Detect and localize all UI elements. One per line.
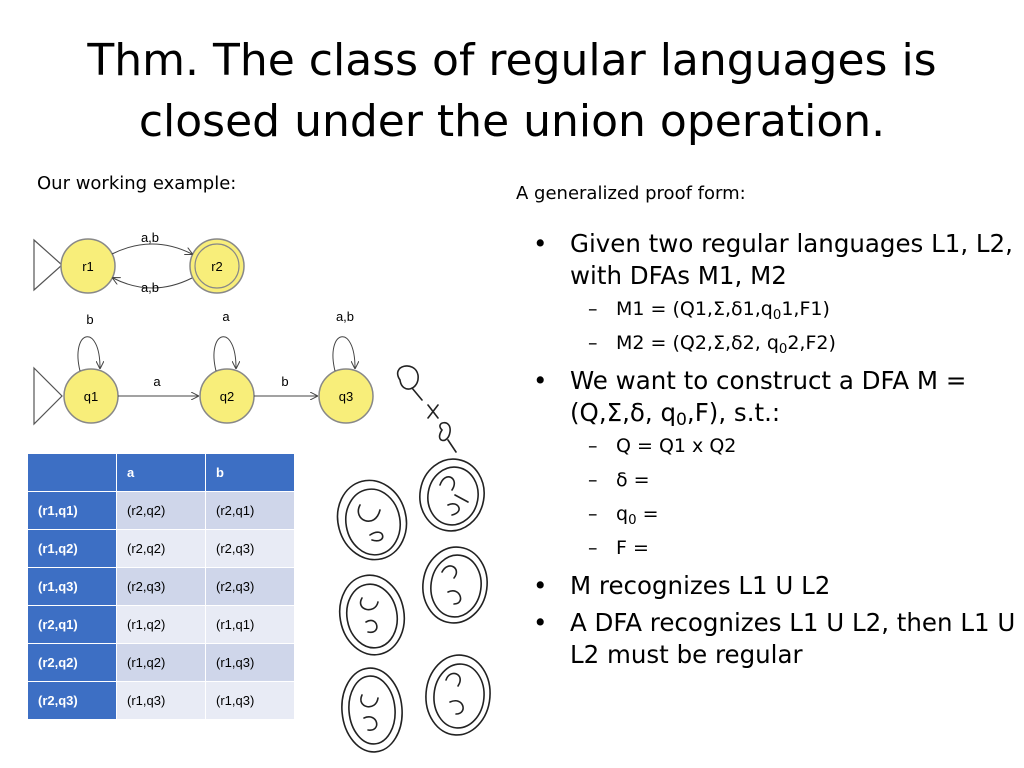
bullet-given: • Given two regular languages L1, L2, wi… (533, 228, 1018, 292)
sketch-scribble (396, 365, 457, 453)
loop-q2 (213, 336, 236, 372)
edge-q2-q3-label: b (281, 374, 288, 389)
state-q2-label: q2 (220, 389, 234, 404)
table-cell: (r1,q1) (205, 605, 295, 644)
table-cell: (r1,q3) (205, 681, 295, 720)
bullet-dash: – (588, 537, 598, 559)
state-r2-outer (189, 238, 245, 294)
state-r1-label: r1 (82, 259, 94, 274)
row-state: (r2,q1) (27, 605, 117, 644)
handwritten-sketch (336, 365, 491, 753)
sketch-circle (336, 479, 408, 561)
table-header-cell (27, 453, 117, 492)
sketch-circle (338, 574, 406, 656)
transition-table: a b (r1,q1) (r2,q2) (r2,q1) (r1,q2) (r2,… (27, 453, 295, 720)
sketch-circle (425, 654, 491, 736)
sub-bullet-m2: – M2 = (Q2,Σ,δ2, q02,F2) (588, 332, 836, 357)
row-state: (r2,q2) (27, 643, 117, 682)
bullet-dot: • (533, 366, 548, 395)
table-header-cell: b (205, 453, 295, 492)
sub-bullet-f: – F = (588, 537, 649, 559)
sub-bullet-q0: – q0 = (588, 503, 659, 528)
edge-r2-r1 (113, 278, 193, 289)
bullet-regular: • A DFA recognizes L1 U L2, then L1 U L2… (533, 608, 1016, 669)
bullet-dash: – (588, 332, 598, 354)
state-r1 (60, 238, 116, 294)
dfa-diagrams: r1 r2 a,b a,b q1 q2 q3 b a a,b a b (33, 230, 374, 426)
table-cell: (r2,q3) (205, 567, 295, 606)
row-state: (r1,q2) (27, 529, 117, 568)
sub-bullet-m1: – M1 = (Q1,Σ,δ1,q01,F1) (588, 298, 830, 323)
table-header-cell: a (116, 453, 206, 492)
loop-q3 (332, 336, 355, 372)
bullet-dot: • (533, 229, 548, 258)
table-cell: (r1,q3) (205, 643, 295, 682)
sketch-circle (419, 458, 485, 532)
row-state: (r1,q3) (27, 567, 117, 606)
dfa1: r1 r2 a,b a,b (33, 230, 245, 295)
slide-title: Thm. The class of regular languages is c… (0, 30, 1024, 152)
table-row: (r2,q3) (r1,q3) (r1,q3) (27, 681, 295, 720)
sub-bullet-q: – Q = Q1 x Q2 (588, 435, 737, 457)
sketch-circle (341, 667, 403, 753)
bullet-construct: • We want to construct a DFA M = (Q,Σ,δ,… (533, 366, 967, 430)
row-state: (r1,q1) (27, 491, 117, 530)
table-cell: (r1,q2) (116, 643, 206, 682)
proof-form-label: A generalized proof form: (516, 183, 746, 204)
table-row: (r1,q1) (r2,q2) (r2,q1) (27, 491, 295, 530)
loop-q2-label: a (222, 309, 230, 324)
state-r2-label: r2 (211, 259, 223, 274)
table-row: (r1,q2) (r2,q2) (r2,q3) (27, 529, 295, 568)
state-q3-label: q3 (339, 389, 353, 404)
row-state: (r2,q3) (27, 681, 117, 720)
edge-r1-r2 (111, 243, 192, 254)
bullet-dash: – (588, 503, 598, 525)
table-row: (r2,q2) (r1,q2) (r1,q3) (27, 643, 295, 682)
table-cell: (r2,q3) (116, 567, 206, 606)
dfa1-start-arrow (33, 238, 63, 292)
table-cell: (r2,q1) (205, 491, 295, 530)
sub-bullet-delta: – δ = (588, 469, 650, 491)
edge-r2-r1-label: a,b (141, 280, 159, 295)
title-line-1: Thm. The class of regular languages is (87, 35, 937, 86)
bullet-dash: – (588, 298, 598, 320)
table-cell: (r1,q2) (116, 605, 206, 644)
bullet-dot: • (533, 608, 548, 637)
table-row: (r2,q1) (r1,q2) (r1,q1) (27, 605, 295, 644)
table-cell: (r2,q2) (116, 529, 206, 568)
state-q1-label: q1 (84, 389, 98, 404)
table-cell: (r2,q3) (205, 529, 295, 568)
title-line-2: closed under the union operation. (138, 96, 886, 147)
loop-q1 (77, 336, 100, 372)
loop-q3-label: a,b (336, 309, 354, 324)
dfa2-start-arrow (33, 366, 63, 426)
bullet-recognizes: • M recognizes L1 U L2 (533, 571, 831, 600)
bullet-given-text: Given two regular languages L1, L2, with… (570, 229, 1013, 290)
state-r2-inner (194, 243, 240, 289)
proof-bullets: • Given two regular languages L1, L2, wi… (533, 228, 1018, 676)
table-cell: (r2,q2) (116, 491, 206, 530)
table-header-row: a b (27, 453, 295, 492)
bullet-dash: – (588, 469, 598, 491)
edge-q1-q2-label: a (153, 374, 161, 389)
table-cell: (r1,q3) (116, 681, 206, 720)
loop-q1-label: b (86, 312, 93, 327)
edge-r1-r2-label: a,b (141, 230, 159, 245)
working-example-label: Our working example: (37, 173, 237, 194)
bullet-dot: • (533, 571, 548, 600)
bullet-dash: – (588, 435, 598, 457)
state-q3 (318, 368, 374, 424)
dfa2: q1 q2 q3 b a a,b a b (33, 309, 374, 426)
table-row: (r1,q3) (r2,q3) (r2,q3) (27, 567, 295, 606)
sketch-circle (422, 546, 488, 624)
